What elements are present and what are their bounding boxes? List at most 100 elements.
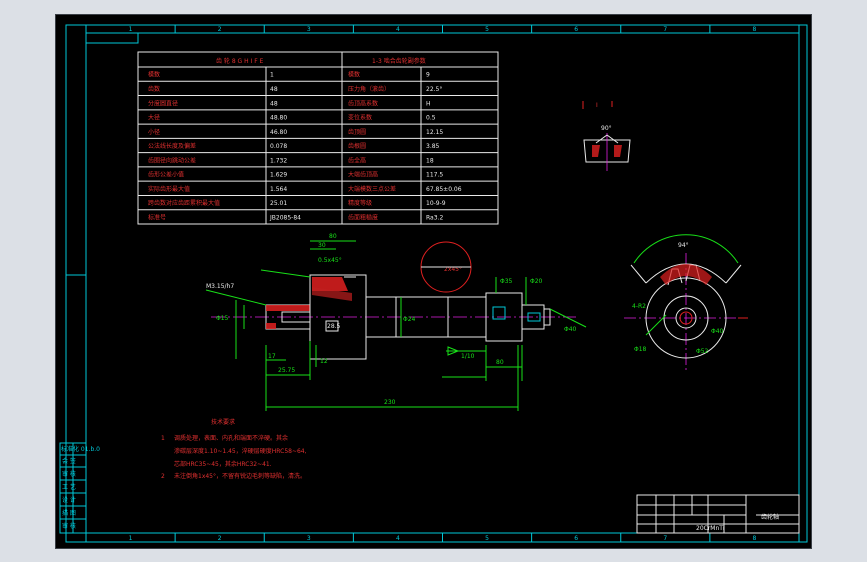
table-cell-k1: 小径: [148, 128, 160, 136]
side-dim-d3: Φ40: [711, 328, 724, 335]
table-cell-k2: 齿全高: [348, 156, 366, 164]
gear-side-view: 94° 4-R2 Φ18 Φ40 Φ52: [624, 234, 748, 370]
side-dim-r: 4-R2: [632, 303, 646, 310]
dim-len-right2: Φ40: [564, 326, 577, 333]
section-angle: 90°: [601, 125, 612, 132]
table-cell-k1: 分度圆直径: [148, 99, 178, 107]
dim-17: 17: [268, 353, 276, 360]
table-title-left: 齿 轮 8 G H I F E: [216, 57, 264, 65]
table-cell-k2: 精度等级: [348, 199, 372, 207]
table-cell-v2: 9: [426, 72, 430, 79]
table-cell-k1: 齿数: [148, 85, 160, 93]
zone-top-number: 6: [574, 26, 578, 33]
table-cell-k1: 公法线长度及偏差: [148, 142, 196, 150]
table-cell-v1: 1: [270, 72, 274, 79]
table-cell-k1: 标准号: [148, 213, 166, 221]
dim-chamfer: 0.5x45°: [318, 257, 342, 264]
zone-bottom-number: 4: [396, 535, 400, 542]
side-dim-d2: Φ52: [696, 348, 709, 355]
table-cell-k2: 变位系数: [348, 114, 372, 122]
dim-taper: 1/10: [461, 353, 475, 360]
table-cell-k1: 齿形公差小值: [148, 171, 184, 179]
table-cell-k1: 模数: [148, 71, 160, 79]
zone-bottom-number: 3: [307, 535, 311, 542]
table-cell-k2: 齿根圆: [348, 142, 366, 150]
gear-parameter-table: 齿 轮 8 G H I F E 1-3 啮合齿轮副参数 模数 1 模数 9 齿数 48 压力…: [137, 51, 499, 225]
zone-bottom-number: 8: [752, 535, 756, 542]
title-part-name: 齿轮轴: [761, 513, 779, 521]
dim-30: 30: [318, 242, 326, 249]
table-cell-v2: H: [426, 100, 431, 107]
table-cell-k2: 大端齿顶高: [348, 171, 378, 179]
table-cell-v2: 22.5°: [426, 86, 442, 93]
table-cell-v1: 48: [270, 100, 278, 107]
circle-label: 2x45°: [444, 266, 462, 273]
strip-label-5: 描 图: [62, 509, 76, 517]
tech-title: 技术要求: [211, 418, 235, 426]
bottom-zone-numbers: 1 2 3 4 5 6 7 8: [129, 533, 756, 542]
table-cell-v1: 25.01: [270, 200, 287, 207]
zone-top-number: 2: [218, 26, 222, 33]
corner-box: [85, 32, 139, 44]
table-cell-v2: 12.15: [426, 129, 443, 136]
table-cell-k1: 跨齿数对应齿距累积最大值: [148, 199, 220, 207]
strip-label-2: 审 核: [62, 470, 76, 478]
zone-top-number: 1: [129, 26, 133, 33]
table-cell-k2: 齿面粗糙度: [348, 213, 378, 221]
table-cell-v1: JB2085-84: [269, 214, 301, 221]
section-label: I: [596, 102, 598, 109]
table-cell-v1: 1.629: [270, 172, 287, 179]
table-cell-v2: Ra3.2: [426, 214, 443, 221]
tech-num-0: 1: [161, 435, 165, 442]
table-cell-v2: 10-9-9: [426, 200, 446, 207]
table-cell-v2: 117.5: [426, 172, 443, 179]
table-cell-k2: 齿顶圆: [348, 128, 366, 136]
zone-top-number: 3: [307, 26, 311, 33]
table-cell-v2: 67.85±0.06: [426, 186, 462, 193]
strip-label-3: 工 艺: [62, 483, 76, 491]
table-cell-v2: 3.85: [426, 143, 440, 150]
zone-bottom-number: 5: [485, 535, 489, 542]
table-cell-k1: 齿圈径向跳动公差: [148, 156, 196, 164]
section-view-I: I 90°: [582, 101, 631, 171]
tech-line-2: 芯部HRC35~45，其余HRC32~41.: [174, 460, 272, 468]
side-dim-d1: Φ18: [634, 346, 647, 353]
table-title-right: 1-3 啮合齿轮副参数: [372, 57, 426, 65]
left-signoff-strip: 标准化 01.b.0 会 签 审 核 工 艺 设 计 描 图 审 核: [59, 274, 100, 534]
table-cell-v1: 48: [270, 86, 278, 93]
tech-line-3: 未注倒角1x45°，不留有锐边毛刺等缺陷，清洗。: [174, 472, 306, 480]
zone-bottom-number: 2: [218, 535, 222, 542]
table-cell-v2: 18: [426, 157, 434, 164]
zone-top-number: 5: [485, 26, 489, 33]
strip-label-1: 会 签: [62, 457, 76, 465]
dim-230: 230: [384, 399, 396, 406]
table-cell-k2: 压力角（滚齿）: [348, 85, 390, 93]
table-cell-k2: 大端模数三点公差: [348, 185, 396, 193]
technical-requirements: 技术要求 1 调质处理，表面、内孔和端面不淬硬。其余 渗碳层深度1.10~1.4…: [161, 418, 307, 480]
table-cell-k1: 大径: [148, 114, 160, 122]
dim-12: 12: [320, 358, 328, 365]
table-cell-k2: 模数: [348, 71, 360, 79]
dim-d-left: Φ15: [216, 315, 229, 322]
zone-top-number: 8: [752, 26, 756, 33]
main-shaft-view: 28.5 2x45° 80 30 0.5x45° M3.15/h7 25.75 …: [205, 233, 587, 411]
dim-thread: M3.15/h7: [206, 283, 234, 290]
right-zone-strip: [798, 24, 808, 543]
inner-frame: [85, 32, 800, 534]
dim-d-right: Φ35: [500, 278, 513, 285]
table-cell-k2: 齿顶高系数: [348, 99, 378, 107]
table-cell-v1: 46.80: [270, 129, 287, 136]
tech-line-0: 调质处理，表面、内孔和端面不淬硬。其余: [174, 434, 288, 442]
zone-bottom-number: 7: [663, 535, 667, 542]
table-cell-k1: 实际齿形最大值: [148, 185, 190, 193]
tech-num-3: 2: [161, 473, 165, 480]
dim-len-right: 80: [496, 359, 504, 366]
table-cell-v1: 1.732: [270, 157, 287, 164]
strip-label-0: 标准化 01.b.0: [61, 445, 100, 453]
table-cell-v2: 0.5: [426, 115, 436, 122]
zone-bottom-number: 6: [574, 535, 578, 542]
zone-top-number: 4: [396, 26, 400, 33]
zone-bottom-number: 1: [129, 535, 133, 542]
